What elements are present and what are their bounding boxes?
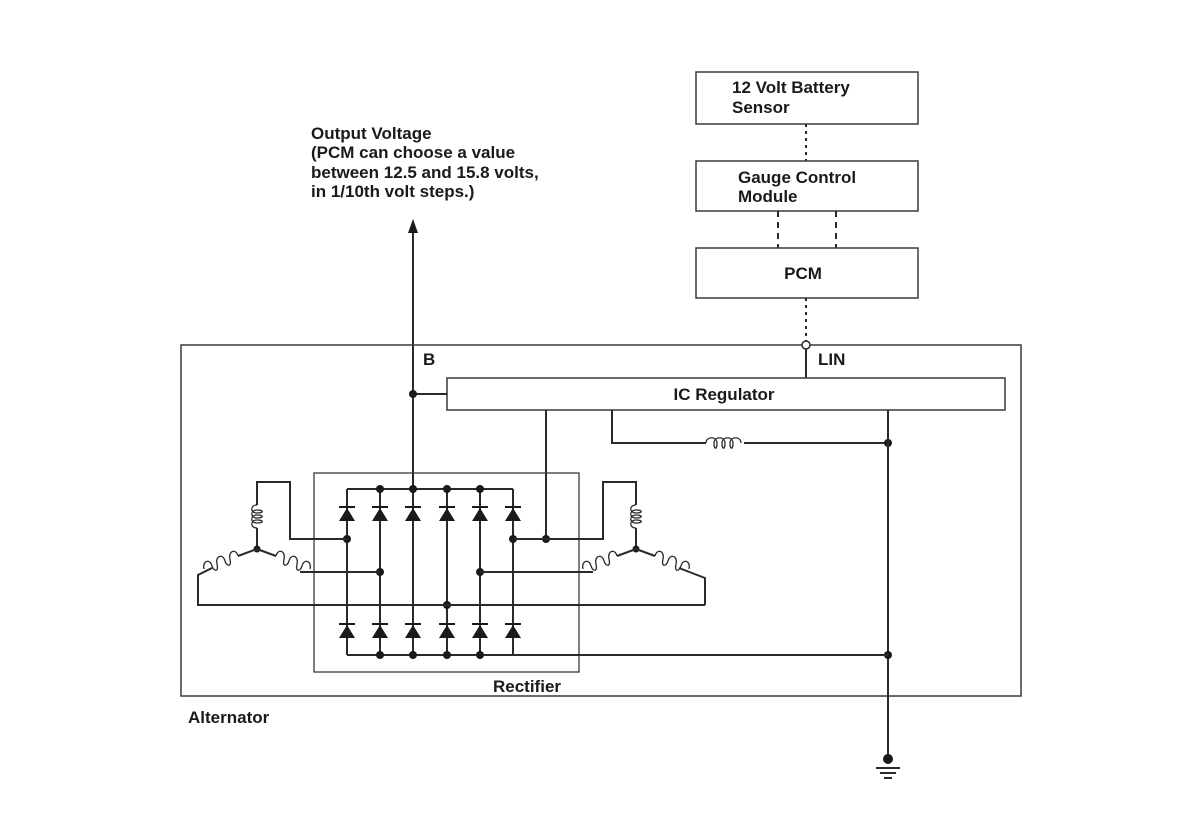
gauge-control-module-box: Gauge Control Module <box>695 160 919 212</box>
diode-upper-3 <box>405 508 421 521</box>
rectifier-junctions <box>343 485 517 659</box>
diode-upper-6 <box>505 508 521 521</box>
ground-terminal <box>883 754 893 764</box>
diode-lower-1 <box>339 625 355 638</box>
gauge-module-label-line2: Module <box>738 187 798 206</box>
output-voltage-line4: in 1/10th volt steps.) <box>311 182 474 201</box>
upper-diodes <box>339 506 521 521</box>
b-junction <box>409 390 417 398</box>
battery-sensor-label-line1: 12 Volt Battery <box>732 78 850 97</box>
diode-lower-3 <box>405 625 421 638</box>
alternator-frame <box>180 344 1022 697</box>
field-coil-circuit <box>611 410 892 449</box>
pcm-label: PCM <box>784 264 822 283</box>
diode-lower-5 <box>472 625 488 638</box>
ground-symbol <box>876 767 900 779</box>
diode-lower-2 <box>372 625 388 638</box>
output-voltage-line2: (PCM can choose a value <box>311 143 515 162</box>
left-stator-winding <box>197 481 705 606</box>
diode-upper-2 <box>372 508 388 521</box>
diode-lower-6 <box>505 625 521 638</box>
ic-regulator-box: IC Regulator <box>446 377 1006 411</box>
output-voltage-line1: Output Voltage <box>311 124 432 143</box>
field-coil <box>705 437 742 449</box>
output-voltage-note: Output Voltage (PCM can choose a value b… <box>311 124 539 201</box>
diode-lower-4 <box>439 625 455 638</box>
lower-diodes <box>339 623 521 638</box>
rectifier-label: Rectifier <box>493 677 561 696</box>
output-voltage-line3: between 12.5 and 15.8 volts, <box>311 163 539 182</box>
lin-terminal <box>801 340 811 350</box>
ic-regulator-label: IC Regulator <box>673 385 774 404</box>
battery-sensor-label-line2: Sensor <box>732 98 790 117</box>
alternator-label: Alternator <box>188 708 270 727</box>
output-arrow <box>408 219 418 489</box>
battery-sensor-box: 12 Volt Battery Sensor <box>695 71 919 125</box>
terminal-b-label: B <box>423 350 435 369</box>
diode-upper-5 <box>472 508 488 521</box>
right-stator-winding <box>480 481 706 605</box>
diode-upper-1 <box>339 508 355 521</box>
terminal-lin-label: LIN <box>818 350 845 369</box>
gauge-module-label-line1: Gauge Control <box>738 168 856 187</box>
pcm-box: PCM <box>695 247 919 299</box>
diode-upper-4 <box>439 508 455 521</box>
